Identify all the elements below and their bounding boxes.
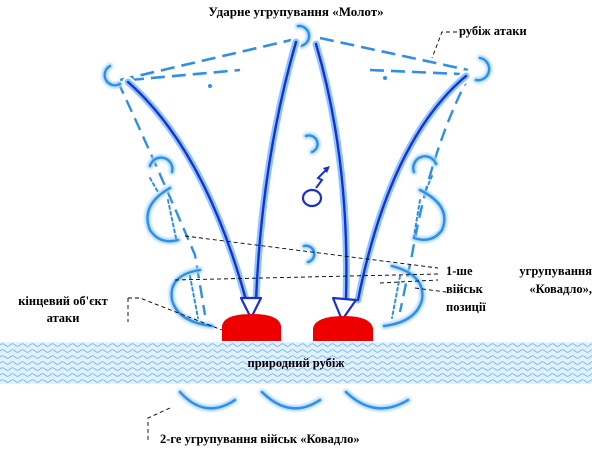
attack-arrow-icons [122, 36, 472, 322]
first-group-line3: позиції [446, 300, 486, 314]
final-objective-line2: атаки [46, 311, 80, 325]
flank-lines [116, 73, 472, 316]
hammer-group-title: Ударне угрупування «Молот» [208, 4, 384, 19]
first-group-word3: військ [446, 282, 483, 296]
unit-arc-icons [101, 22, 493, 412]
command-post-icon [301, 166, 330, 208]
objective-icon [222, 314, 373, 341]
final-objective-label: кінцевий об'єкт атаки [2, 293, 124, 327]
natural-line-label: природний рубіж [247, 356, 345, 370]
first-group-word4: «Ковадло», [529, 282, 592, 296]
first-group-line1: 1-ше угрупування [446, 262, 592, 280]
natural-line-strip [0, 342, 592, 384]
final-objective-line1: кінцевий об'єкт [18, 294, 108, 308]
attack-line-label: рубіж атаки [459, 24, 527, 38]
first-group-word1: 1-ше [446, 264, 473, 278]
leader-lines [127, 31, 457, 440]
first-anvil-group-label: 1-ше угрупування військ «Ковадло», позиц… [446, 262, 592, 316]
attack-line [119, 36, 469, 82]
first-group-word2: угрупування [519, 264, 592, 278]
first-group-line2: військ «Ковадло», [446, 280, 592, 298]
attack-line-markers [208, 76, 387, 88]
second-anvil-group-label: 2-ге угрупування військ «Ковадло» [160, 432, 360, 446]
